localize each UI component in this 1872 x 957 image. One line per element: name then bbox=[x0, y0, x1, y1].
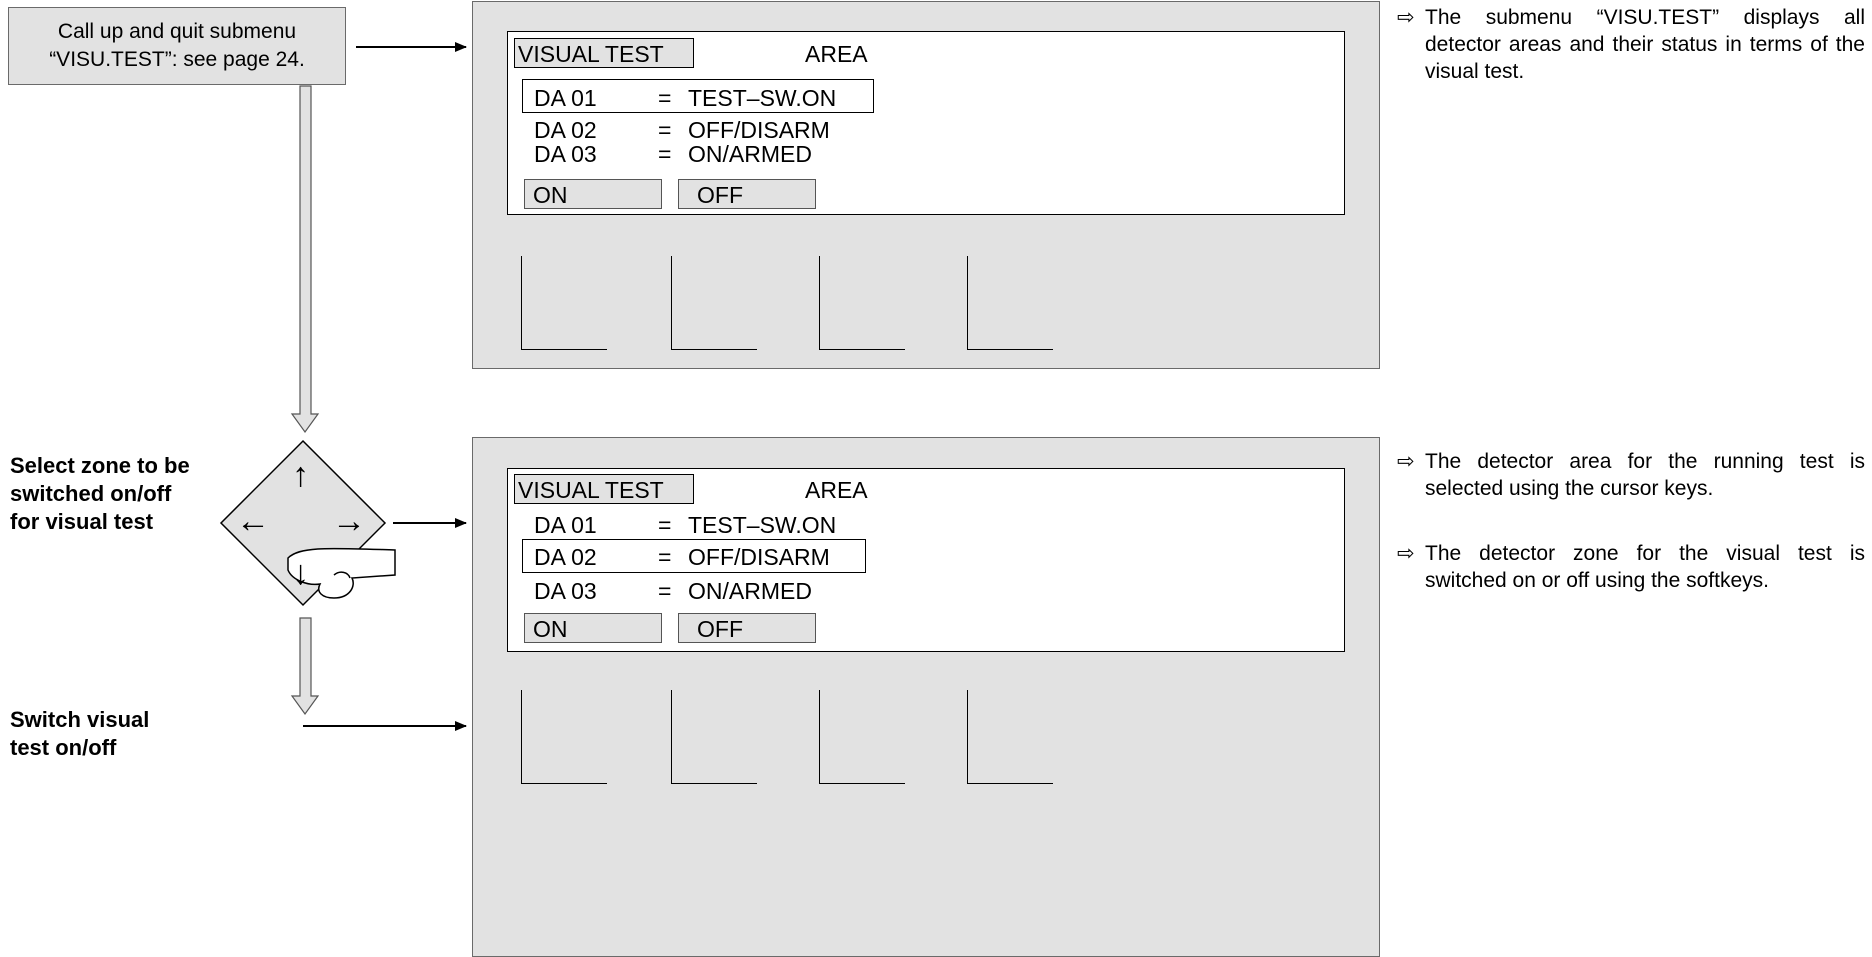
row-status: ON/ARMED bbox=[688, 141, 812, 167]
row-eq: = bbox=[658, 578, 672, 604]
cursor-down-icon[interactable]: ↓ bbox=[292, 554, 309, 592]
row-id: DA 02 bbox=[534, 117, 597, 143]
softkey-label-on: ON bbox=[524, 613, 662, 643]
step-box: Call up and quit submenu “VISU.TEST”: se… bbox=[8, 7, 346, 85]
softkey-3[interactable] bbox=[819, 690, 905, 784]
note-bottom-1: The detector area for the running test i… bbox=[1425, 450, 1865, 500]
row-id: DA 01 bbox=[534, 85, 597, 111]
label-select-zone: Select zone to be switched on/off for vi… bbox=[10, 453, 190, 534]
screen-area-label: AREA bbox=[805, 41, 868, 67]
softkey-1[interactable] bbox=[521, 690, 607, 784]
softkey-3[interactable] bbox=[819, 256, 905, 350]
cursor-left-icon[interactable]: ← bbox=[236, 502, 270, 540]
selection-highlight bbox=[522, 539, 866, 573]
row-status: OFF/DISARM bbox=[688, 117, 830, 143]
row-eq: = bbox=[658, 512, 672, 538]
softkey-4[interactable] bbox=[967, 690, 1053, 784]
softkey-label-off: OFF bbox=[678, 179, 816, 209]
cursor-up-icon[interactable]: ↑ bbox=[292, 456, 309, 494]
lcd-screen-bottom: VISUAL TEST AREA DA 01 = TEST–SW.ON DA 0… bbox=[507, 468, 1345, 652]
row-id: DA 01 bbox=[534, 512, 597, 538]
flow-arrow-down-1 bbox=[290, 85, 320, 434]
row-status: OFF/DISARM bbox=[688, 544, 830, 570]
selection-highlight bbox=[522, 79, 874, 113]
screen-area-label: AREA bbox=[805, 477, 868, 503]
softkey-1[interactable] bbox=[521, 256, 607, 350]
row-status: TEST–SW.ON bbox=[688, 512, 837, 538]
note-top: The submenu “VISU.TEST” displays all det… bbox=[1425, 6, 1865, 83]
softkey-2[interactable] bbox=[671, 256, 757, 350]
screen-title: VISUAL TEST bbox=[518, 41, 664, 67]
note-bottom-2: The detector zone for the visual test is… bbox=[1425, 542, 1865, 592]
display-panel-top: VISUAL TEST AREA DA 01 = TEST–SW.ON DA 0… bbox=[472, 1, 1380, 369]
softkey-label-on: ON bbox=[524, 179, 662, 209]
row-id: DA 03 bbox=[534, 141, 597, 167]
softkey-4[interactable] bbox=[967, 256, 1053, 350]
row-eq: = bbox=[658, 117, 672, 143]
row-status: TEST–SW.ON bbox=[688, 85, 837, 111]
display-panel-bottom: VISUAL TEST AREA DA 01 = TEST–SW.ON DA 0… bbox=[472, 437, 1380, 957]
note-arrow-icon: ⇨ bbox=[1397, 6, 1415, 29]
step-box-line2: “VISU.TEST”: see page 24. bbox=[49, 48, 305, 71]
screen-title: VISUAL TEST bbox=[518, 477, 664, 503]
row-eq: = bbox=[658, 85, 672, 111]
row-id: DA 02 bbox=[534, 544, 597, 570]
label-switch-visual: Switch visual test on/off bbox=[10, 707, 150, 760]
cursor-right-icon[interactable]: → bbox=[332, 502, 366, 540]
row-status: ON/ARMED bbox=[688, 578, 812, 604]
row-id: DA 03 bbox=[534, 578, 597, 604]
lcd-screen-top: VISUAL TEST AREA DA 01 = TEST–SW.ON DA 0… bbox=[507, 31, 1345, 215]
softkey-2[interactable] bbox=[671, 690, 757, 784]
note-arrow-icon: ⇨ bbox=[1397, 542, 1415, 565]
step-box-line1: Call up and quit submenu bbox=[57, 20, 297, 43]
pointing-hand-icon bbox=[287, 547, 396, 599]
flow-arrow-down-2 bbox=[290, 617, 320, 716]
row-eq: = bbox=[658, 544, 672, 570]
note-arrow-icon: ⇨ bbox=[1397, 450, 1415, 473]
row-eq: = bbox=[658, 141, 672, 167]
softkey-label-off: OFF bbox=[678, 613, 816, 643]
